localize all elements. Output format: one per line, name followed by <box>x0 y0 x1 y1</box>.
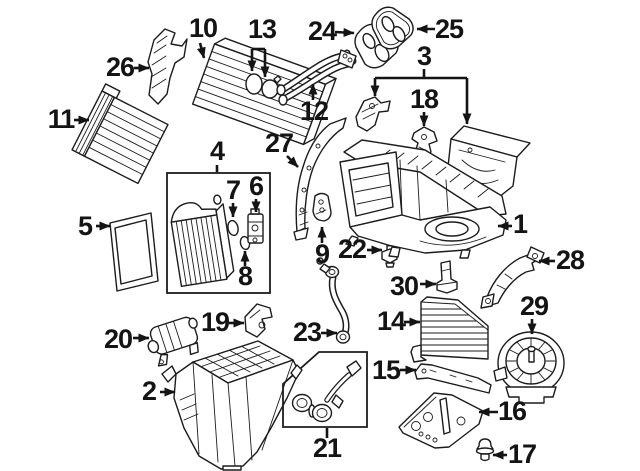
part-15-seal-strip <box>414 363 492 394</box>
callout-7: 7 <box>225 174 241 205</box>
callout-19: 19 <box>200 306 230 337</box>
part-21-seal-kit-box <box>282 351 368 428</box>
callout-30: 30 <box>389 270 419 301</box>
part-27-support-brace <box>293 117 347 241</box>
callout-22: 22 <box>337 233 367 264</box>
callout-5: 5 <box>77 210 93 241</box>
part-23-drain-hose <box>316 257 351 344</box>
part-26-air-duct <box>147 28 188 105</box>
callout-12: 12 <box>299 95 329 126</box>
part-29-blower-motor <box>493 331 565 404</box>
part-11-heater-core <box>71 83 169 185</box>
callout-6: 6 <box>248 170 264 201</box>
part-6-expansion-valve <box>247 208 264 244</box>
part-25-grommet-seal <box>371 6 414 50</box>
part-28-support-bracket <box>480 246 545 309</box>
part-5-cabin-filter <box>109 212 159 292</box>
callout-17: 17 <box>507 438 537 469</box>
callout-16: 16 <box>497 395 527 426</box>
callout-23: 23 <box>292 316 322 347</box>
callout-13: 13 <box>247 13 277 44</box>
callout-21: 21 <box>312 432 342 463</box>
part-19-bracket <box>244 303 273 338</box>
callout-15: 15 <box>371 354 401 385</box>
callout-8: 8 <box>237 260 253 291</box>
callout-10: 10 <box>188 12 218 43</box>
callout-24: 24 <box>307 15 337 46</box>
callout-2: 2 <box>141 375 157 406</box>
part-7-o-ring <box>227 219 239 237</box>
callout-14: 14 <box>376 305 406 336</box>
part-20-actuator-motor <box>147 316 199 367</box>
callout-11: 11 <box>47 103 76 134</box>
part-4-evaporator <box>170 194 235 288</box>
part-30-drain-fitting <box>436 260 458 294</box>
part-3-mounting-bracket <box>355 96 391 132</box>
part-12-heater-hoses <box>276 49 357 106</box>
callout-leader-lines <box>74 24 555 460</box>
callout-28: 28 <box>555 244 585 275</box>
callout-9: 9 <box>314 238 330 269</box>
callout-18: 18 <box>409 83 439 114</box>
callout-29: 29 <box>519 290 549 321</box>
callout-3: 3 <box>416 40 432 71</box>
callout-27: 27 <box>264 127 294 158</box>
part-9-grommet <box>312 192 332 222</box>
part-1-hvac-housing <box>339 139 507 259</box>
part-14-intake-louver <box>410 296 489 363</box>
callout-26: 26 <box>105 51 135 82</box>
part-16-mounting-plate <box>398 392 484 449</box>
callout-4: 4 <box>209 135 225 166</box>
part-4-assembly-box <box>166 172 271 294</box>
part-2-distribution-housing <box>161 340 300 471</box>
part-17-push-screw <box>475 438 495 462</box>
callout-1: 1 <box>512 208 528 239</box>
callout-25: 25 <box>434 13 464 44</box>
callout-20: 20 <box>103 323 133 354</box>
